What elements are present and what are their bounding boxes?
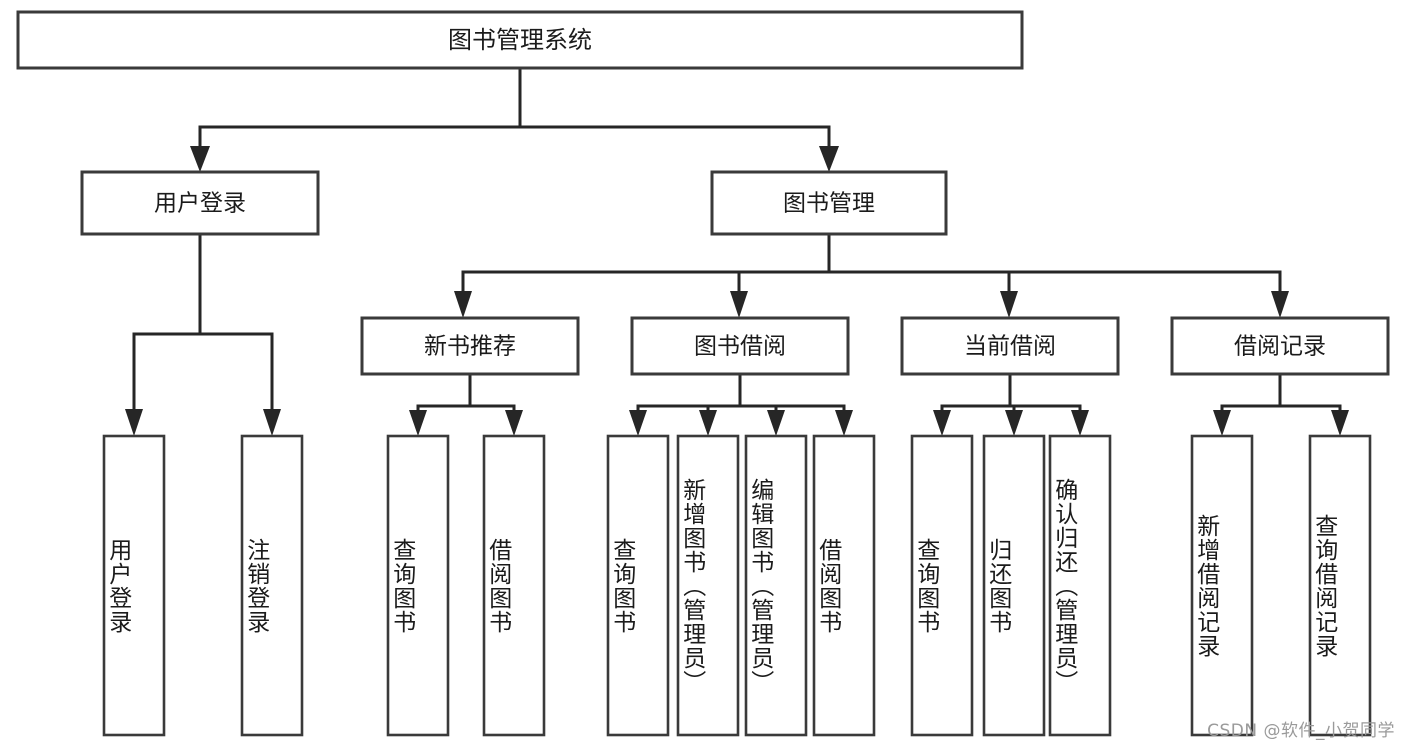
node-book-manage-label: 图书管理 [783,191,875,217]
node-book-borrow-box[interactable] [630,316,850,376]
node-current-borrow-box[interactable] [900,316,1120,376]
arrow-user-login-leaf-1 [125,409,143,436]
node-user-login-label: 用户登录 [154,191,246,217]
arrow-cb-leaf-3 [1071,410,1089,436]
leaf-box-query-book-1[interactable] [386,434,450,737]
leaf-box-return-book[interactable] [982,434,1046,737]
leaf-box-layer [102,434,1372,737]
node-borrow-record-box[interactable] [1170,316,1390,376]
node-new-book-rec-box[interactable] [360,316,580,376]
arrow-br-leaf-1 [1213,410,1231,436]
arrow-bb-leaf-3 [767,410,785,436]
arrow-root-to-book-manage [819,146,839,172]
arrow-bm-to-book-borrow [730,291,748,318]
arrow-root-to-user-login [190,146,210,172]
node-new-book-rec-label: 新书推荐 [424,334,516,360]
leaf-box-user-login[interactable] [102,434,166,737]
node-user-login[interactable]: 用户登录 [80,170,320,236]
node-book-borrow-label: 图书借阅 [694,334,786,360]
arrow-user-login-leaf-2 [263,409,281,436]
node-borrow-record-label: 借阅记录 [1234,334,1326,360]
arrow-nbr-leaf-1 [409,410,427,436]
arrow-br-leaf-2 [1331,410,1349,436]
node-root-label: 图书管理系统 [448,26,592,54]
arrow-bb-leaf-1 [629,410,647,436]
leaf-box-add-record[interactable] [1190,434,1254,737]
leaf-box-query-book-2[interactable] [606,434,670,737]
node-new-book-rec[interactable]: 新书推荐 [360,316,580,376]
node-book-manage-box[interactable] [710,170,948,236]
watermark-text: CSDN @软件_小贺同学 [1207,721,1395,741]
arrow-bb-leaf-2 [699,410,717,436]
node-borrow-record[interactable]: 借阅记录 [1170,316,1390,376]
arrow-cb-leaf-1 [933,410,951,436]
node-root[interactable]: 图书管理系统 [16,10,1024,70]
leaf-box-edit-book[interactable] [744,434,808,737]
leaf-box-borrow-book-2[interactable] [812,434,876,737]
node-current-borrow[interactable]: 当前借阅 [900,316,1120,376]
node-current-borrow-label: 当前借阅 [964,334,1056,360]
leaf-box-borrow-book-1[interactable] [482,434,546,737]
node-user-login-box[interactable] [80,170,320,236]
leaf-box-add-book[interactable] [676,434,740,737]
node-book-manage[interactable]: 图书管理 [710,170,948,236]
leaf-box-query-record[interactable] [1308,434,1372,737]
arrow-bb-leaf-4 [835,410,853,436]
arrow-bm-to-new-book-rec [454,291,472,318]
leaf-box-confirm-return[interactable] [1048,434,1112,737]
arrow-cb-leaf-2 [1005,410,1023,436]
arrow-nbr-leaf-2 [505,410,523,436]
node-book-borrow[interactable]: 图书借阅 [630,316,850,376]
arrow-bm-to-borrow-record [1271,291,1289,318]
arrow-bm-to-current-borrow [1000,291,1018,318]
connector-layer [125,66,1349,436]
node-root-box[interactable] [16,10,1024,70]
leaf-box-query-book-3[interactable] [910,434,974,737]
leaf-box-user-logout[interactable] [240,434,304,737]
